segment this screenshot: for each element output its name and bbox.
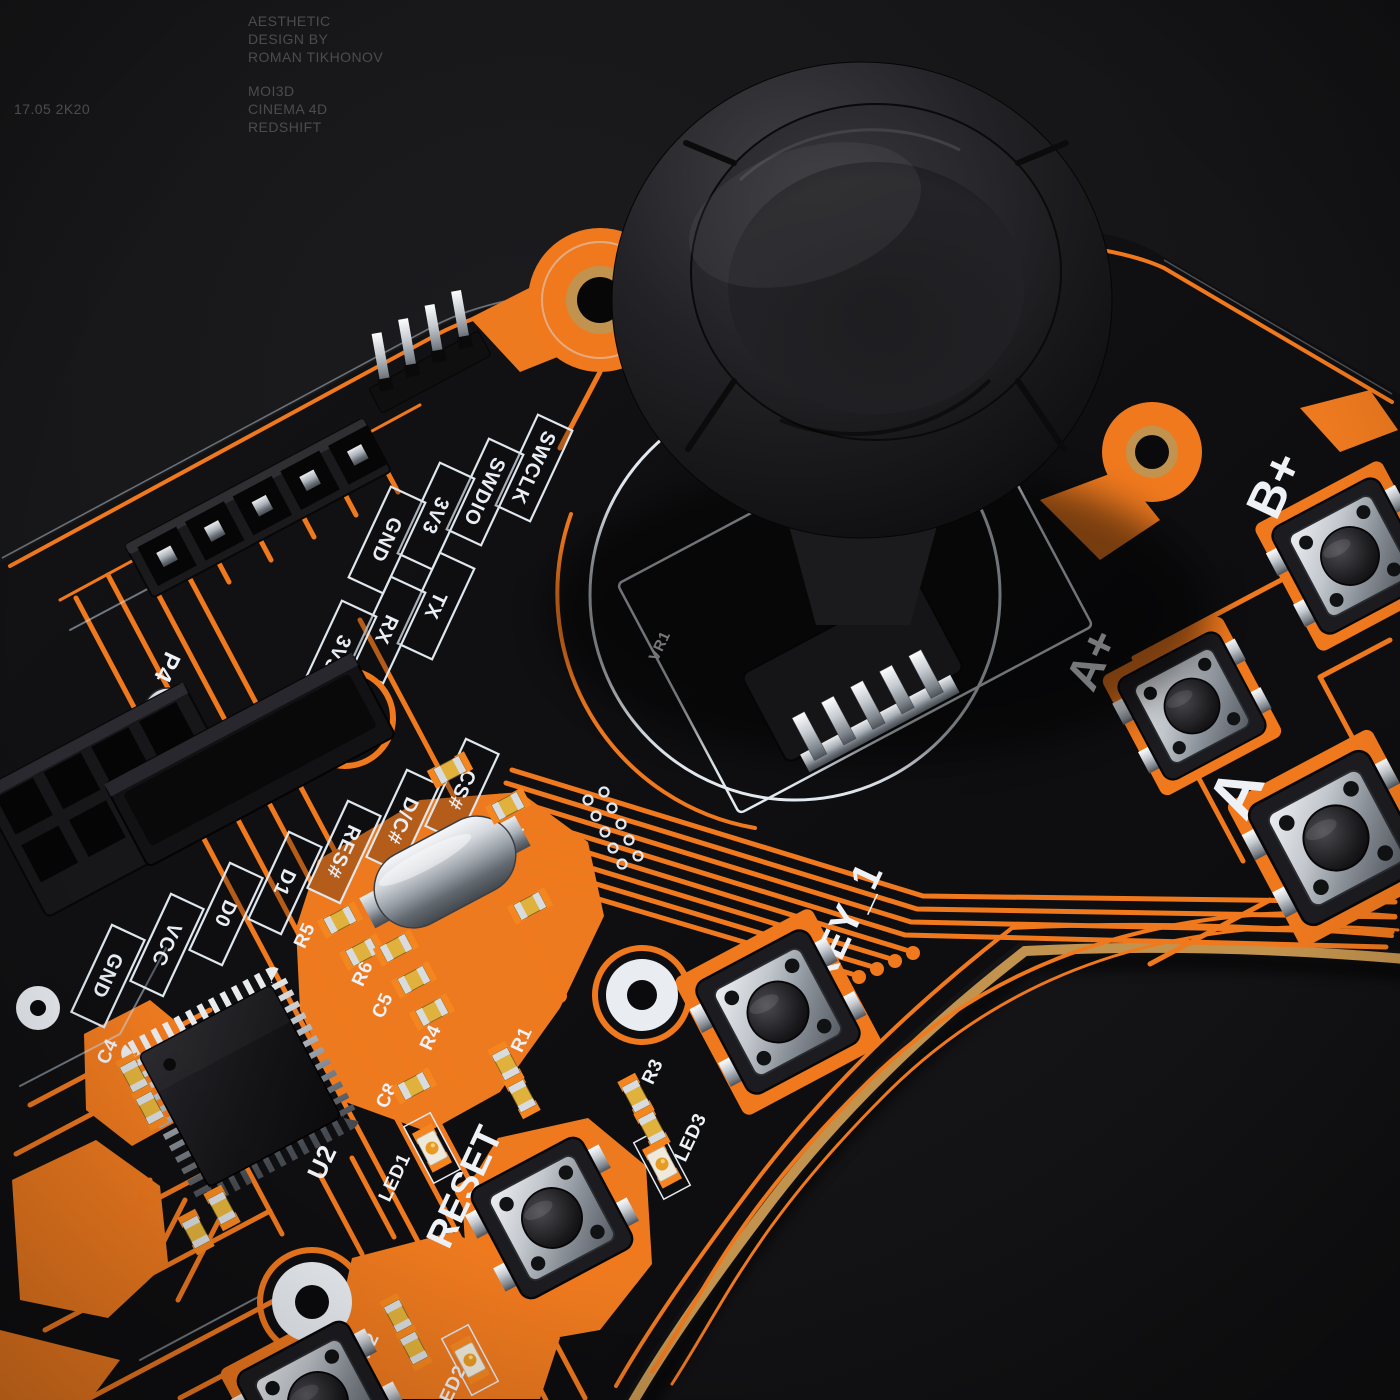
- credit-line: DESIGN BY: [248, 31, 329, 48]
- credit-line: AESTHETIC: [248, 13, 331, 29]
- tool-line: REDSHIFT: [248, 119, 322, 136]
- tool-line: MOI3D: [248, 83, 295, 99]
- credit-block: AESTHETIC DESIGN BY ROMAN TIKHONOV: [248, 12, 383, 67]
- date-code: 17.05 2K20: [14, 101, 91, 117]
- credit-line: ROMAN TIKHONOV: [248, 49, 384, 66]
- tool-line: CINEMA 4D: [248, 101, 328, 118]
- tools-block: MOI3D CINEMA 4D REDSHIFT: [248, 82, 328, 137]
